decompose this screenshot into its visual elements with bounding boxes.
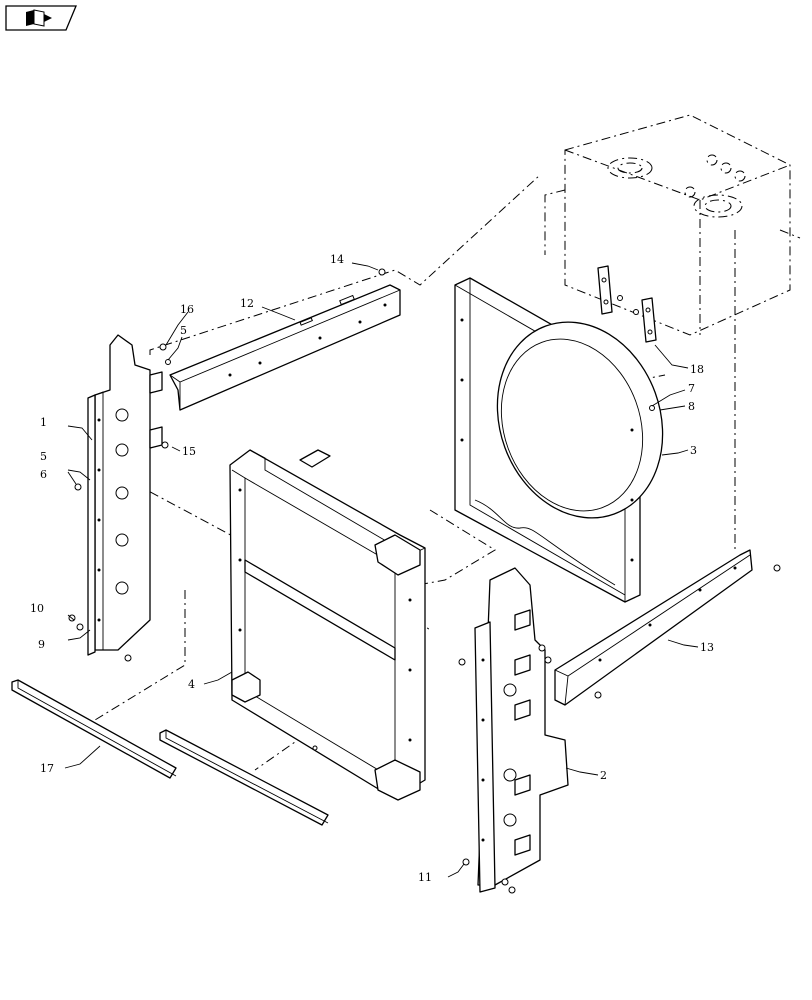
callout-11: 11 xyxy=(418,871,432,884)
callout-16: 16 xyxy=(180,303,194,316)
callout-3: 3 xyxy=(690,444,697,457)
callout-15: 15 xyxy=(182,445,196,458)
hydraulic-tank-phantom xyxy=(544,114,801,336)
callout-13: 13 xyxy=(700,641,714,654)
callout-labels: 1 2 3 4 5 5 6 7 8 9 10 11 12 13 14 15 16… xyxy=(30,253,714,884)
callout-6: 6 xyxy=(40,468,47,481)
lower-cross-bar xyxy=(554,549,753,706)
callout-12: 12 xyxy=(240,297,254,310)
callout-17: 17 xyxy=(40,762,54,775)
callout-2: 2 xyxy=(600,769,607,782)
callout-4: 4 xyxy=(188,678,195,691)
callout-5-left: 5 xyxy=(40,450,47,463)
callout-1: 1 xyxy=(40,416,47,429)
callout-8: 8 xyxy=(688,400,695,413)
callout-14: 14 xyxy=(330,253,344,266)
left-side-plate xyxy=(87,334,163,656)
callout-10: 10 xyxy=(30,602,44,615)
seal-strip-right xyxy=(159,729,329,826)
tank-brackets xyxy=(597,265,657,343)
callout-5-top: 5 xyxy=(180,324,187,337)
callout-18: 18 xyxy=(690,363,704,376)
fan-shroud xyxy=(454,277,664,603)
callout-leaders xyxy=(64,262,699,878)
radiator xyxy=(229,449,426,801)
callout-7: 7 xyxy=(688,382,695,395)
right-side-plate xyxy=(474,567,569,893)
seal-strip-left xyxy=(11,679,177,779)
book-icon[interactable] xyxy=(5,5,77,31)
top-cross-bar xyxy=(169,284,401,411)
callout-9: 9 xyxy=(38,638,45,651)
